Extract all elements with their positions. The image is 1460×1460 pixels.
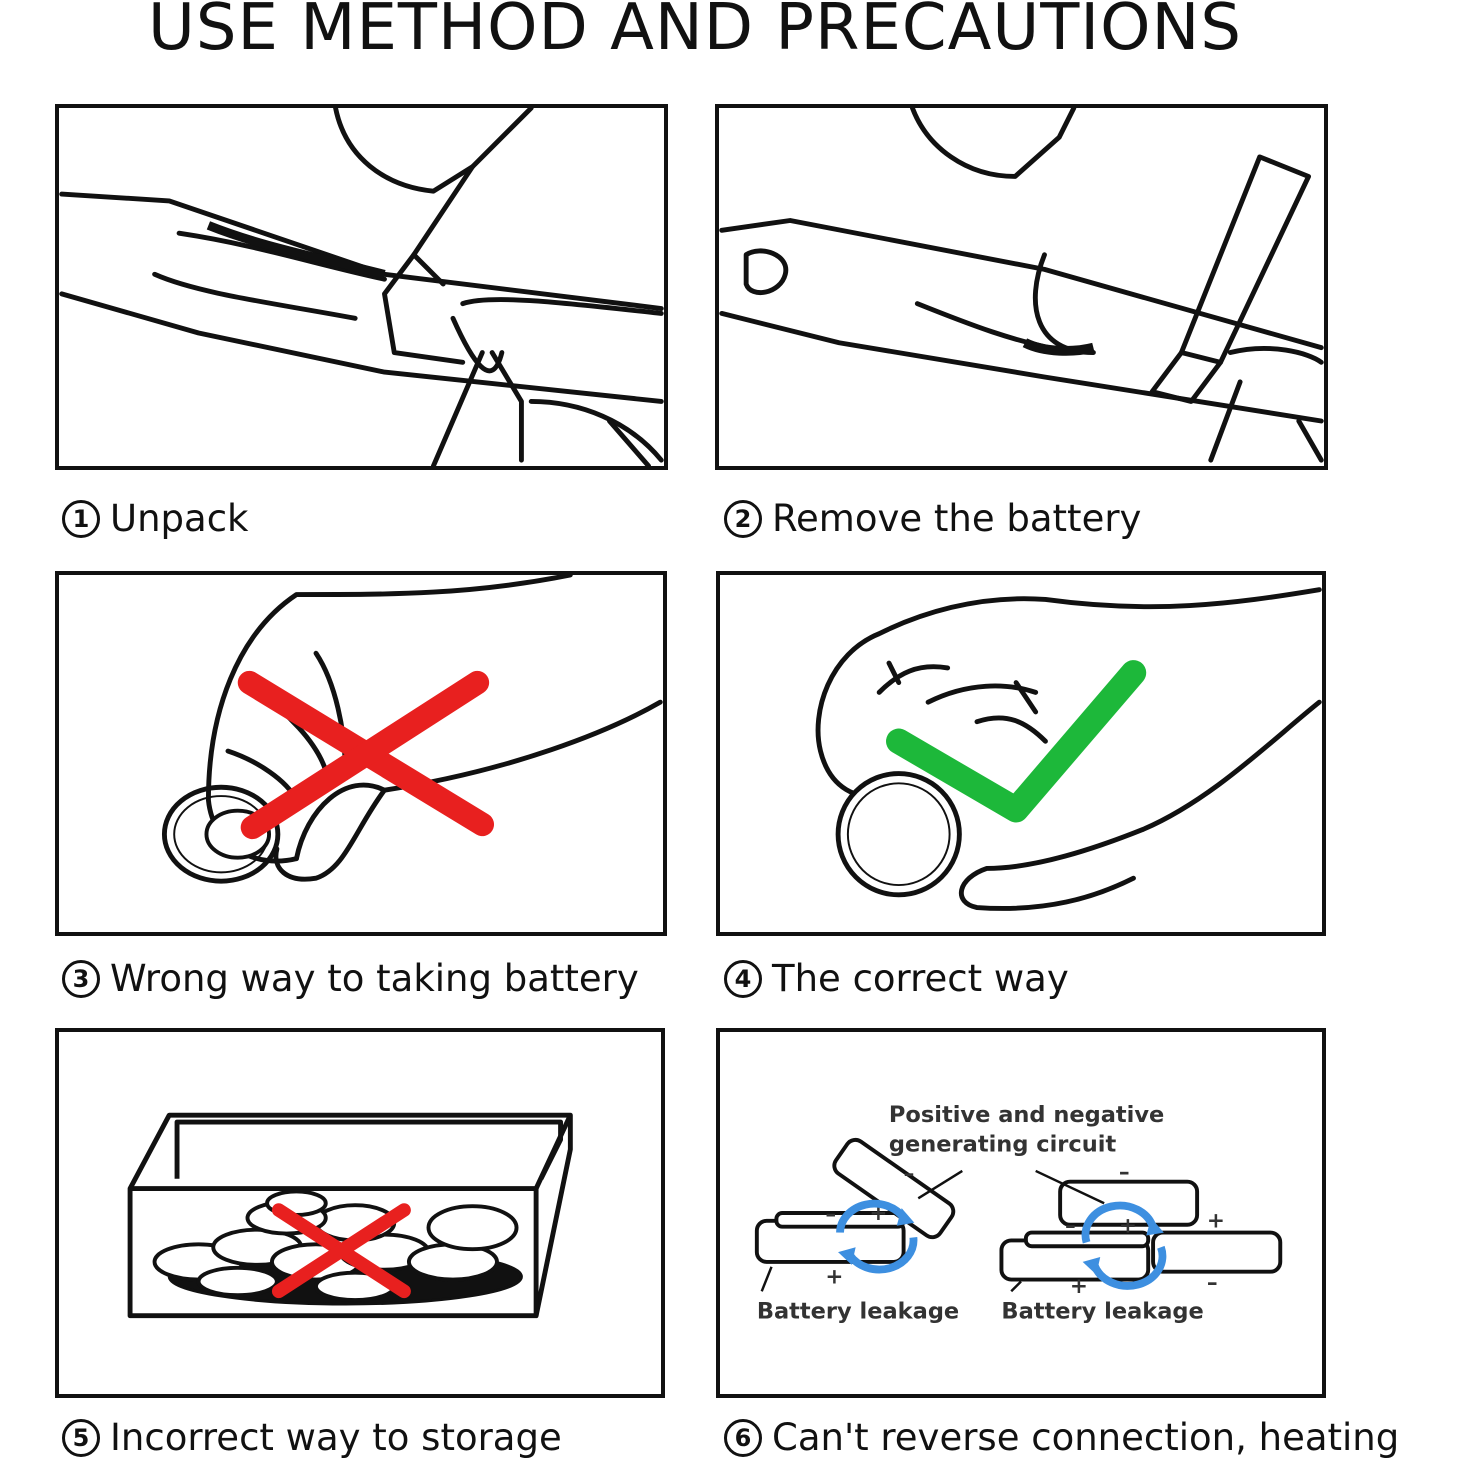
plus-sign: + xyxy=(1207,1209,1225,1234)
minus-sign: – xyxy=(1119,1160,1130,1185)
step-label: Unpack xyxy=(110,497,249,540)
panel-remove-battery xyxy=(715,104,1328,470)
step-caption-6: 6 Can't reverse connection, heating xyxy=(724,1416,1399,1460)
step-label: Wrong way to taking battery xyxy=(110,957,639,1000)
step-label: The correct way xyxy=(772,957,1069,1000)
page-title: USE METHOD AND PRECAUTIONS xyxy=(147,0,1243,65)
circuit-label-line2: generating circuit xyxy=(889,1131,1117,1157)
step-caption-1: 1 Unpack xyxy=(62,497,248,541)
step-label: Remove the battery xyxy=(772,497,1142,540)
minus-sign: – xyxy=(825,1202,836,1227)
correct-way-illustration xyxy=(815,587,1322,911)
minus-sign: – xyxy=(1207,1270,1218,1295)
circular-arrows-icon xyxy=(1081,1201,1167,1290)
minus-sign: – xyxy=(1065,1214,1076,1239)
step-number-badge: 5 xyxy=(62,1419,100,1457)
wrong-way-illustration xyxy=(161,575,663,884)
panel-incorrect-storage xyxy=(55,1028,665,1398)
green-check-icon xyxy=(886,660,1147,823)
step-number-badge: 4 xyxy=(724,960,762,998)
step-label: Incorrect way to storage xyxy=(110,1416,562,1459)
circular-arrows-icon xyxy=(836,1199,918,1274)
plus-sign: + xyxy=(1070,1274,1088,1299)
panel-wrong-way xyxy=(55,571,667,936)
step-number-badge: 2 xyxy=(724,500,762,538)
panel-reverse-connection: Positive and negative generating circuit… xyxy=(716,1028,1326,1398)
panel-correct-way xyxy=(716,571,1326,936)
step-caption-5: 5 Incorrect way to storage xyxy=(62,1416,562,1460)
unpack-illustration xyxy=(59,108,664,466)
minus-sign: – xyxy=(904,1162,915,1187)
plus-sign: + xyxy=(825,1264,843,1289)
remove-battery-illustration xyxy=(719,108,1324,463)
plus-sign: + xyxy=(1119,1214,1137,1239)
reverse-connection-diagram: Positive and negative generating circuit… xyxy=(754,1102,1283,1325)
battery-leakage-right: Battery leakage xyxy=(1001,1299,1203,1325)
step-number-badge: 1 xyxy=(62,500,100,538)
battery-leakage-left: Battery leakage xyxy=(757,1299,959,1325)
circuit-label-line1: Positive and negative xyxy=(889,1102,1164,1128)
step-caption-4: 4 The correct way xyxy=(724,957,1069,1001)
step-number-badge: 6 xyxy=(724,1419,762,1457)
step-number-badge: 3 xyxy=(62,960,100,998)
red-x-icon xyxy=(271,1203,411,1299)
panel-unpack xyxy=(55,104,668,470)
step-caption-2: 2 Remove the battery xyxy=(724,497,1141,541)
step-caption-3: 3 Wrong way to taking battery xyxy=(62,957,639,1001)
red-x-icon xyxy=(237,670,495,840)
incorrect-storage-illustration xyxy=(127,1112,573,1319)
step-label: Can't reverse connection, heating xyxy=(772,1416,1400,1459)
